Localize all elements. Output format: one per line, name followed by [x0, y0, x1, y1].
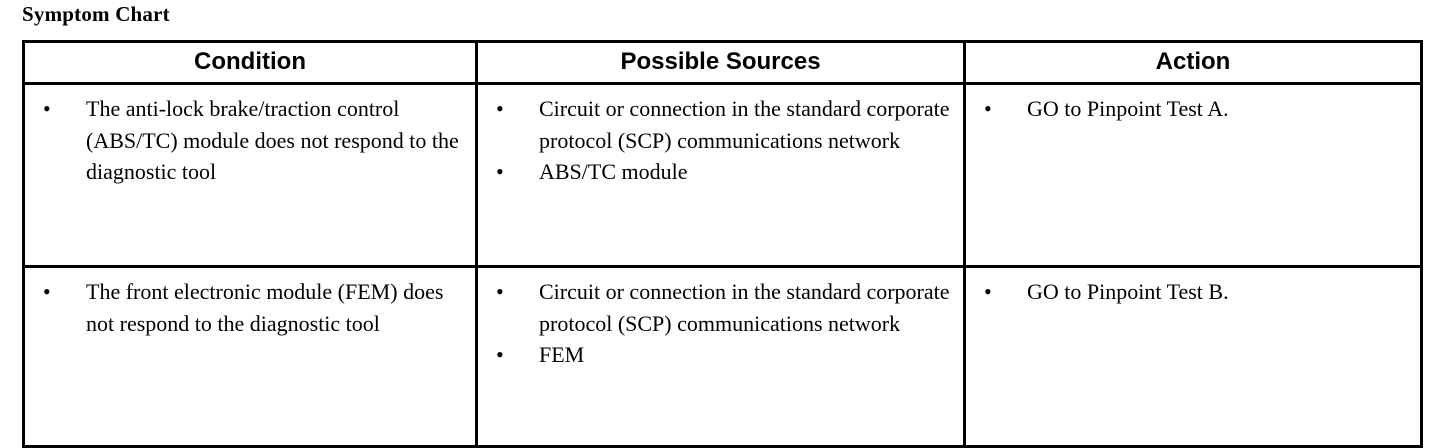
list-item-text: The front electronic module (FEM) does n…: [86, 279, 444, 336]
bullet-list: • The front electronic module (FEM) does…: [31, 276, 469, 339]
table-row: • The front electronic module (FEM) does…: [22, 265, 1423, 448]
list-item: • Circuit or connection in the standard …: [484, 93, 957, 156]
list-item: • Circuit or connection in the standard …: [484, 276, 957, 339]
list-item-text: Circuit or connection in the standard co…: [539, 279, 950, 336]
list-item: • GO to Pinpoint Test A.: [972, 93, 1414, 125]
cell-possible-sources: • Circuit or connection in the standard …: [475, 265, 966, 448]
list-item: • The front electronic module (FEM) does…: [31, 276, 469, 339]
bullet-icon: •: [496, 279, 504, 304]
cell-action: • GO to Pinpoint Test B.: [963, 265, 1423, 448]
bullet-icon: •: [984, 96, 992, 121]
cell-possible-sources: • Circuit or connection in the standard …: [475, 82, 966, 268]
list-item-text: Circuit or connection in the standard co…: [539, 96, 950, 153]
column-header-possible-sources: Possible Sources: [475, 40, 966, 85]
table-header: Condition Possible Sources Action: [22, 40, 1423, 85]
list-item: • ABS/TC module: [484, 156, 957, 188]
cell-condition: • The anti-lock brake/traction control (…: [22, 82, 478, 268]
list-item-text: GO to Pinpoint Test B.: [1027, 279, 1229, 304]
list-item-text: FEM: [539, 342, 585, 367]
list-item-text: GO to Pinpoint Test A.: [1027, 96, 1229, 121]
symptom-chart-page: Symptom Chart Condition Possible Sources…: [22, 2, 1423, 448]
bullet-list: • The anti-lock brake/traction control (…: [31, 93, 469, 188]
table-body: • The anti-lock brake/traction control (…: [22, 82, 1423, 448]
list-item: • The anti-lock brake/traction control (…: [31, 93, 469, 188]
bullet-icon: •: [43, 279, 51, 304]
bullet-list: • Circuit or connection in the standard …: [484, 276, 957, 371]
bullet-list: • GO to Pinpoint Test B.: [972, 276, 1414, 308]
symptom-chart-table: Condition Possible Sources Action • The …: [22, 40, 1423, 448]
bullet-list: • Circuit or connection in the standard …: [484, 93, 957, 188]
bullet-icon: •: [496, 159, 504, 184]
page-title: Symptom Chart: [22, 2, 170, 26]
bullet-icon: •: [984, 279, 992, 304]
bullet-list: • GO to Pinpoint Test A.: [972, 93, 1414, 125]
list-item-text: The anti-lock brake/traction control (AB…: [86, 96, 459, 184]
cell-condition: • The front electronic module (FEM) does…: [22, 265, 478, 448]
bullet-icon: •: [496, 342, 504, 367]
bullet-icon: •: [496, 96, 504, 121]
bullet-icon: •: [43, 96, 51, 121]
cell-action: • GO to Pinpoint Test A.: [963, 82, 1423, 268]
table-row: • The anti-lock brake/traction control (…: [22, 82, 1423, 268]
column-header-condition: Condition: [22, 40, 478, 85]
column-header-action: Action: [963, 40, 1423, 85]
list-item: • GO to Pinpoint Test B.: [972, 276, 1414, 308]
table-header-row: Condition Possible Sources Action: [22, 40, 1423, 85]
list-item-text: ABS/TC module: [539, 159, 688, 184]
list-item: • FEM: [484, 339, 957, 371]
